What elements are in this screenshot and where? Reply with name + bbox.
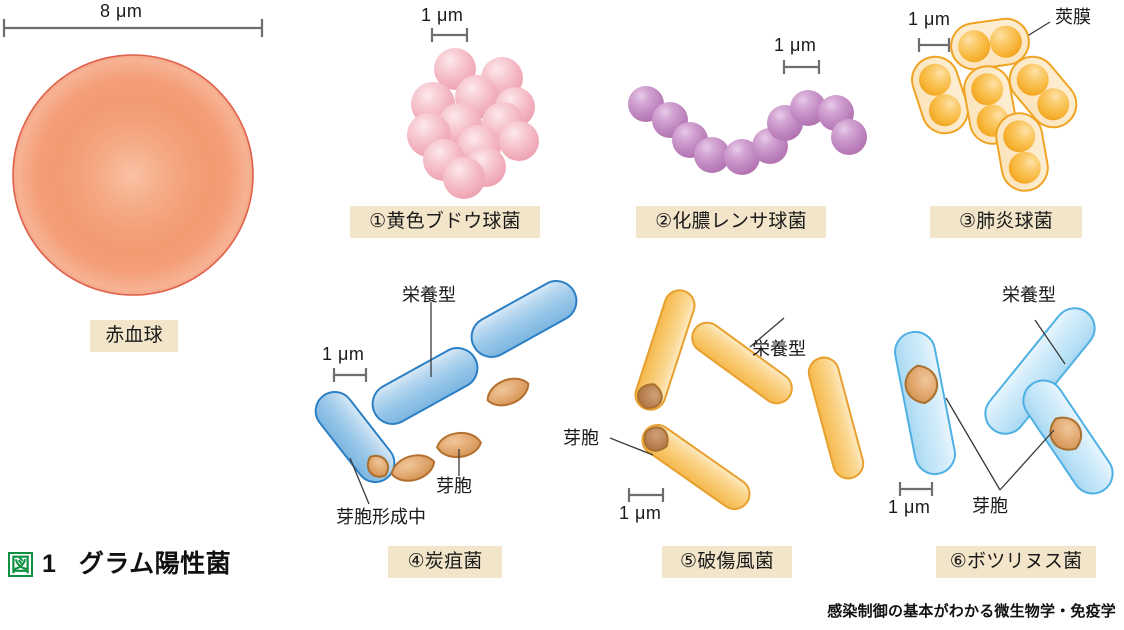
figure-title: グラム陽性菌 (78, 550, 232, 578)
anthrax-scale-bar (332, 368, 368, 382)
anthrax-vegetative-rod (470, 280, 578, 358)
pneumococcus-diplococcus (950, 17, 1030, 71)
anthrax-scale-label: 1 μm (322, 344, 365, 364)
panel-label-pneumococcus: ③肺炎球菌 (930, 206, 1082, 238)
botulinum-scale-label: 1 μm (888, 497, 931, 517)
tetanus-scale-label: 1 μm (619, 503, 662, 523)
rbc-scale-label: 8 μm (100, 1, 143, 21)
pneumococcus-diplococcus (911, 55, 969, 135)
botulinum-vegetative-leader-line (1034, 319, 1066, 365)
staphylococcus-cocci-cluster (407, 48, 539, 199)
pneumococcus-illustration (911, 17, 1078, 192)
botulinum-sporulating-rod (894, 330, 956, 476)
rbc-body (12, 54, 254, 296)
panel-label-anthrax: ④炭疽菌 (388, 546, 502, 578)
annotation-anthrax-spore: 芽胞 (436, 476, 472, 496)
rbc-scale-bar (2, 19, 264, 37)
staphylococcus-scale-label: 1 μm (421, 5, 464, 25)
anthrax-vegetative-rod (371, 347, 479, 425)
annotation-tetanus-vegetative: 栄養型 (752, 339, 806, 359)
figure-caption: 図 1 グラム陽性菌 (8, 552, 231, 577)
anthrax-sporulating-rod (314, 390, 396, 484)
anthrax-free-spore (436, 431, 482, 459)
tetanus-internal-spore (643, 426, 669, 452)
botulinum-sporulating-rod (1022, 379, 1114, 495)
pneumococcus-diplococcus (995, 112, 1049, 192)
annotation-botulinum-vegetative: 栄養型 (1002, 285, 1056, 305)
pneumococcus-scale-label: 1 μm (908, 9, 951, 29)
panel-label-streptococcus: ②化膿レンサ球菌 (636, 206, 826, 238)
anthrax-sporulating-leader-line (349, 457, 370, 505)
rbc-name-label: 赤血球 (90, 320, 178, 352)
tetanus-vegetative-rod (807, 356, 865, 480)
annotation-anthrax-vegetative: 栄養型 (402, 285, 456, 305)
staphylococcus-scale-bar (430, 28, 469, 42)
staphylococcus-illustration (407, 28, 539, 199)
tetanus-sporulating-rod (641, 424, 751, 510)
tetanus-illustration (609, 289, 865, 510)
botulinum-scale-bar (898, 482, 934, 496)
annotation-capsule: 莢膜 (1055, 7, 1091, 27)
annotation-anthrax-sporulating: 芽胞形成中 (336, 507, 426, 527)
pneumococcus-diplococcus (1008, 55, 1078, 129)
streptococcus-illustration (628, 60, 867, 175)
figure-box-icon: 図 (8, 552, 33, 577)
streptococcus-cocci-chain (628, 86, 867, 175)
botulinum-spore-leader-line-left (945, 397, 1001, 491)
streptococcus-scale-label: 1 μm (774, 35, 817, 55)
tetanus-spore-leader-line (609, 437, 654, 456)
source-credit: 感染制御の基本がわかる微生物学・免疫学 (827, 603, 1116, 620)
pneumococcus-scale-bar (917, 38, 951, 52)
panel-label-tetanus: ⑤破傷風菌 (662, 546, 792, 578)
anthrax-free-spore (486, 377, 530, 407)
anthrax-illustration (314, 280, 578, 505)
red-blood-cell-illustration (2, 19, 264, 296)
streptococcus-scale-bar (782, 60, 821, 74)
botulinum-spore-leader-line-right (999, 429, 1055, 491)
tetanus-internal-spore (637, 383, 663, 410)
botulinum-illustration (894, 307, 1114, 496)
tetanus-scale-bar (627, 488, 665, 502)
annotation-botulinum-spore: 芽胞 (972, 496, 1008, 516)
anthrax-free-spore (390, 454, 436, 482)
tetanus-sporulating-rod (634, 289, 696, 411)
tetanus-vegetative-rod (691, 321, 793, 405)
annotation-tetanus-spore: 芽胞 (563, 428, 599, 448)
botulinum-internal-spore (904, 364, 939, 405)
panel-label-staphylococcus: ①黄色ブドウ球菌 (350, 206, 540, 238)
tetanus-vegetative-leader-line (749, 317, 785, 348)
figure-number: 1 (42, 550, 56, 578)
anthrax-internal-spore (366, 454, 390, 478)
panel-label-botulinum: ⑥ボツリヌス菌 (936, 546, 1096, 578)
